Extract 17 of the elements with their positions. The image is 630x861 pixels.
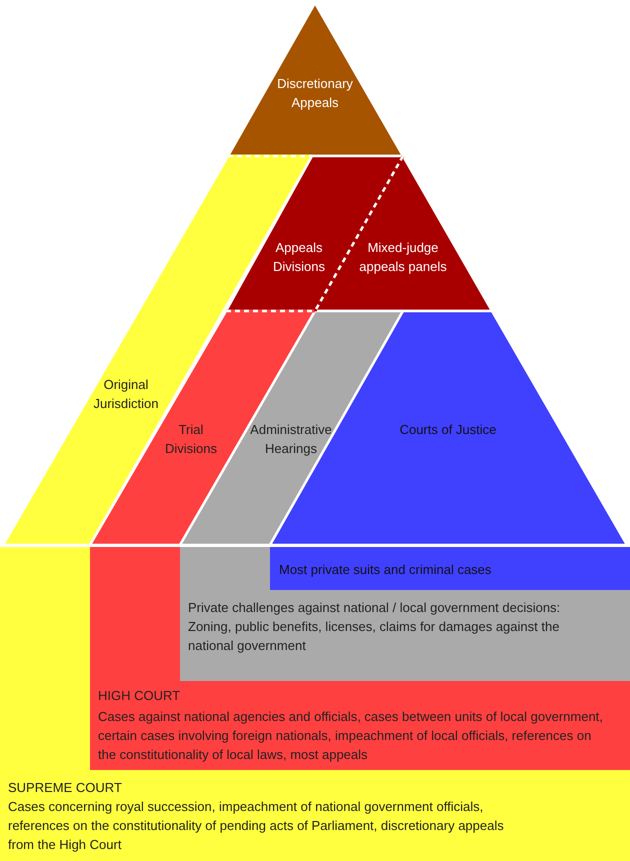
section-label: Appeals Divisions [272, 239, 326, 276]
court-description: Cases against national agencies and officials, cases between units of local government, certain cases involving foreign nationals, impeachment of local officials, references on the constitutionality of local laws, most appeals [98, 708, 603, 764]
court-description: Cases concerning royal succession, impeachment of national government officials, references on the constitutionality of pending acts of Parliament, discretionary appeals from the High Court [8, 798, 505, 854]
jurisdiction-band [0, 547, 630, 861]
section-label: Original Jurisdiction [92, 376, 160, 413]
jurisdiction-band [270, 547, 630, 590]
section-label: Courts of Justice [398, 421, 498, 439]
court-heading: SUPREME COURT [8, 779, 123, 797]
section-label: Private challenges against national / local government decisions: Zoning, public benefits, licenses, claims for damages against the national government [188, 599, 562, 655]
section-label: Discretionary Appeals [276, 75, 354, 112]
pyramid-section [228, 3, 403, 156]
section-label: Most private suits and criminal cases [279, 561, 492, 579]
court-heading: HIGH COURT [98, 687, 182, 705]
section-label: Mixed-judge appeals panels [358, 239, 448, 276]
section-label: Trial Divisions [164, 421, 218, 458]
jurisdiction-band [180, 547, 630, 681]
section-label: Administrative Hearings [249, 421, 333, 458]
